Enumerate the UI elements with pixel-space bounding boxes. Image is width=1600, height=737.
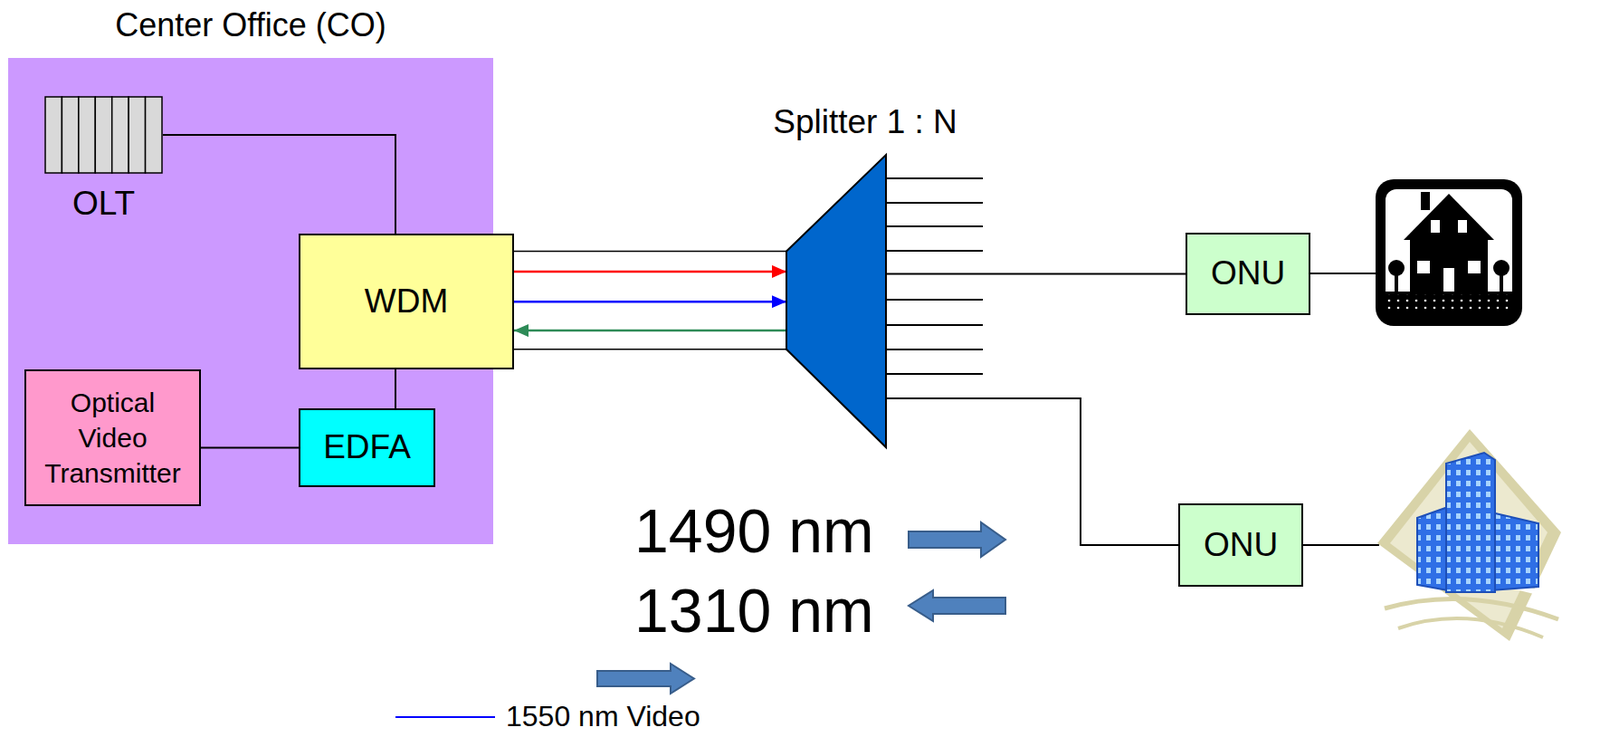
edfa-box: EDFA <box>298 408 436 487</box>
fiber-line <box>885 273 1186 276</box>
central-office-region: Center Office (CO)OLTWDMOptical Video Tr… <box>8 57 494 544</box>
onu-box: ONU <box>1178 503 1304 587</box>
fiber-stub <box>885 225 983 228</box>
tree-crown <box>1388 259 1405 277</box>
node-heading: Splitter 1 : N <box>772 103 958 143</box>
direction-arrow <box>597 663 695 694</box>
fiber-line <box>162 134 396 234</box>
gable-window <box>1457 219 1467 233</box>
box-label: EDFA <box>323 428 411 467</box>
house-window <box>1417 260 1430 274</box>
icon-frame <box>1375 179 1523 326</box>
rack-slot <box>78 96 96 173</box>
node-heading: Center Office (CO) <box>8 6 494 44</box>
legend-entry: 1550 nm Video <box>395 700 701 733</box>
node-heading: OLT <box>72 184 135 224</box>
fiber-line <box>514 250 787 253</box>
fiber-stub <box>885 249 983 252</box>
box-label: Optical Video Transmitter <box>38 384 188 491</box>
rack-slot <box>128 96 145 173</box>
rack-shape <box>44 95 163 174</box>
box-label: ONU <box>1203 525 1278 565</box>
house-body <box>1409 237 1488 294</box>
premises-wire <box>1310 272 1376 275</box>
onu-box: ONU <box>1185 232 1311 315</box>
splitter: Splitter 1 : N <box>786 154 886 448</box>
fiber-connector <box>885 273 1186 275</box>
rack-slot <box>145 96 162 173</box>
fiber-connector <box>514 251 787 350</box>
building-left <box>1417 506 1448 591</box>
fiber-line <box>514 348 787 351</box>
fiber-connector <box>162 134 396 234</box>
house-icon <box>1375 179 1523 326</box>
fiber-connector <box>200 447 299 448</box>
fiber-line <box>514 300 787 304</box>
house-door <box>1443 267 1455 292</box>
legend-swatch <box>395 711 496 723</box>
building-icon <box>1377 428 1562 641</box>
wavelength-label: 1310 nm <box>634 574 875 646</box>
icon-backdrop <box>1377 428 1562 641</box>
rack-slot <box>112 96 129 173</box>
swoosh <box>1398 618 1543 638</box>
direction-arrow <box>908 590 1006 621</box>
fiber-stub <box>885 177 983 180</box>
fiber-stub <box>885 201 983 204</box>
transmitter-box: Optical Video Transmitter <box>24 369 201 506</box>
icon-sky <box>1385 189 1513 316</box>
rack-slot <box>61 96 78 173</box>
fiber-connector <box>885 398 1179 545</box>
legend-text: 1550 nm Video <box>505 700 701 733</box>
tree-crown <box>1493 259 1510 277</box>
fiber-stub <box>885 323 983 326</box>
olt-rack: OLT <box>44 95 163 174</box>
house-window <box>1467 260 1481 274</box>
rack-slot <box>95 96 112 173</box>
fiber-line <box>514 329 787 333</box>
fiber-line <box>200 447 299 449</box>
premises-wire <box>1303 543 1380 546</box>
swoosh <box>1384 598 1559 620</box>
icon-ground <box>1385 291 1513 316</box>
splitter-body <box>786 154 886 448</box>
splitter-outputs <box>885 178 983 374</box>
fiber-line <box>885 398 1179 545</box>
fiber-line <box>394 369 397 409</box>
gable-window <box>1430 219 1440 233</box>
fiber-connector <box>395 369 397 409</box>
wavelength-label: 1490 nm <box>634 495 875 566</box>
direction-arrow <box>908 522 1006 557</box>
box-label: ONU <box>1210 254 1286 294</box>
legend-line <box>395 715 496 718</box>
rack-slot <box>45 96 62 173</box>
fiber-stub <box>885 298 983 301</box>
building-tower <box>1446 452 1496 592</box>
building-right <box>1491 512 1539 591</box>
roof <box>1403 193 1495 240</box>
chimney <box>1420 191 1430 210</box>
fiber-stub <box>885 348 983 351</box>
wdm-box: WDM <box>298 233 515 370</box>
splitter-shape <box>786 154 886 448</box>
fiber-line <box>514 270 787 274</box>
box-label: WDM <box>364 282 448 322</box>
fiber-stub <box>885 372 983 375</box>
ground-dots <box>1387 294 1511 313</box>
